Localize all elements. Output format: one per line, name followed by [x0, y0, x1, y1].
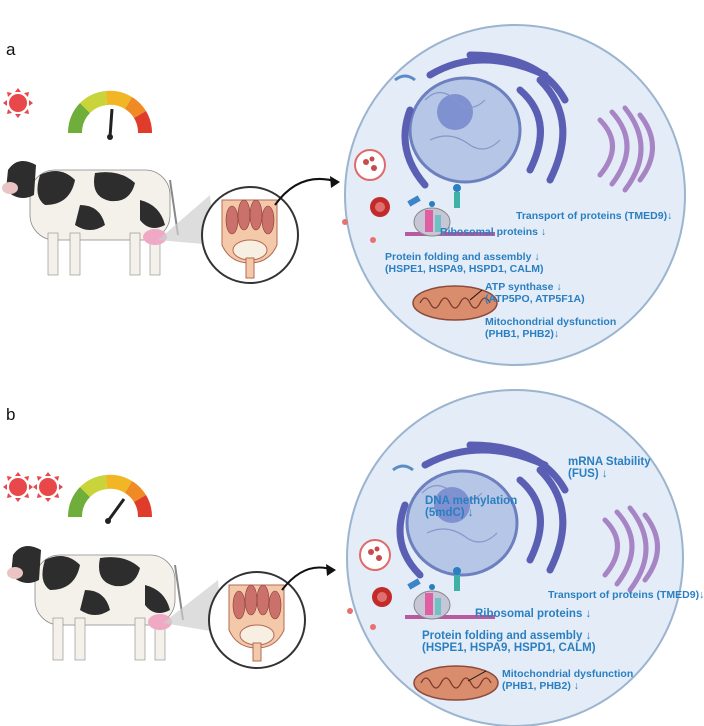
- mito-dysfunction-label: Mitochondrial dysfunction (PHB1, PHB2)↓: [485, 316, 616, 340]
- cell: [346, 389, 684, 726]
- panel-b: b: [0, 365, 704, 726]
- ribosome-icon: [405, 567, 495, 620]
- panel-a: a: [0, 0, 686, 366]
- mito-dysfunction-label: Mitochondrial dysfunction (PHB1, PHB2) ↓: [502, 668, 633, 692]
- protein-folding-title: Protein folding and assembly ↓: [385, 251, 540, 263]
- panel-a-illustration: [2, 24, 686, 366]
- udder-tissue-icon: [208, 571, 306, 669]
- protein-folding-label: Protein folding and assembly ↓ (HSPE1, H…: [385, 251, 544, 275]
- panel-b-label: b: [6, 405, 16, 424]
- mrna-stability-title: mRNA Stability: [568, 456, 651, 468]
- protein-folding-title: Protein folding and assembly ↓: [422, 630, 592, 642]
- mrna-stability-genes: (FUS) ↓: [568, 468, 608, 480]
- transport-proteins-label: Transport of proteins (TMED9)↓: [548, 589, 704, 601]
- sun-icon: [33, 472, 63, 502]
- mito-dysfunction-title: Mitochondrial dysfunction: [502, 668, 634, 680]
- mitochondrion-icon: [412, 285, 498, 321]
- thermometer-gauge-icon: [67, 90, 153, 140]
- atp-synthase-genes: (ATP5PO, ATP5F1A): [485, 293, 585, 305]
- ribosomal-proteins-label: Ribosomal proteins ↓: [440, 226, 547, 238]
- protein-folding-genes: (HSPE1, HSPA9, HSPD1, CALM): [422, 642, 596, 654]
- ribosome-icon: [405, 184, 495, 237]
- cow-icon: [7, 546, 184, 661]
- cell: [344, 24, 686, 366]
- dna-methylation-title: DNA methylation: [425, 495, 518, 507]
- mrna-stability-label: mRNA Stability (FUS) ↓: [568, 456, 651, 480]
- mito-dysfunction-genes: (PHB1, PHB2) ↓: [502, 680, 580, 692]
- mito-dysfunction-title: Mitochondrial dysfunction: [485, 316, 617, 328]
- mito-dysfunction-genes: (PHB1, PHB2)↓: [485, 328, 560, 340]
- mitochondrion-icon: [413, 665, 499, 701]
- er: [401, 51, 569, 189]
- golgi-icon: [602, 505, 660, 593]
- panel-b-illustration: [3, 389, 684, 726]
- atp-synthase-label: ATP synthase ↓ (ATP5PO, ATP5F1A): [485, 281, 585, 305]
- protein-folding-genes: (HSPE1, HSPA9, HSPD1, CALM): [385, 263, 544, 275]
- cow-icon: [2, 161, 179, 276]
- thermometer-gauge-icon: [67, 474, 153, 524]
- panel-a-label: a: [6, 40, 16, 59]
- dna-methylation-label: DNA methylation (5mdC) ↓: [425, 495, 517, 519]
- sun-icon: [3, 472, 33, 502]
- dna-methylation-genes: (5mdC) ↓: [425, 507, 474, 519]
- protein-folding-label: Protein folding and assembly ↓ (HSPE1, H…: [422, 630, 596, 654]
- sun-icon: [3, 88, 33, 118]
- golgi-icon: [597, 105, 655, 193]
- nucleus-icon: [408, 76, 522, 184]
- transport-proteins-label: Transport of proteins (TMED9)↓: [516, 210, 673, 222]
- ribosomal-proteins-label: Ribosomal proteins ↓: [475, 608, 592, 620]
- nucleus-icon: [405, 469, 519, 577]
- atp-synthase-title: ATP synthase ↓: [485, 281, 562, 293]
- er: [396, 441, 569, 579]
- udder-tissue-icon: [201, 186, 299, 284]
